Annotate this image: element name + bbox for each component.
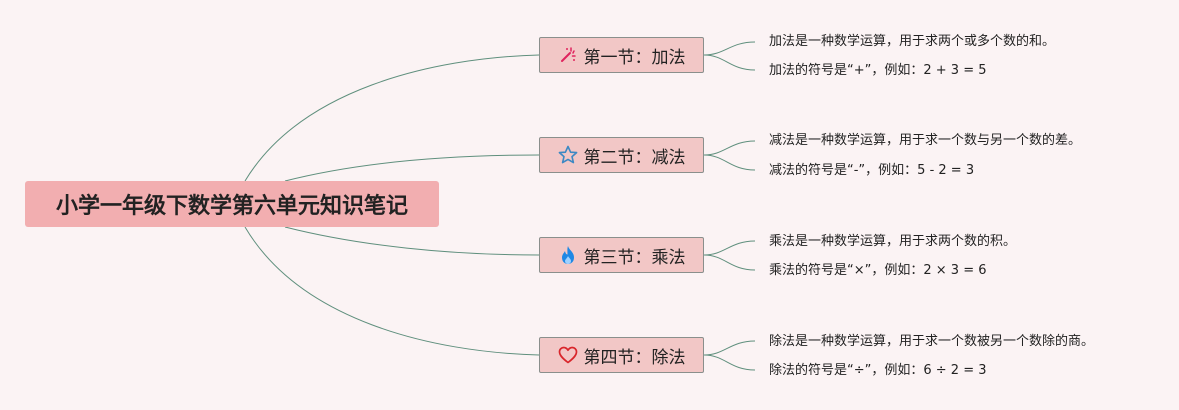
star-outline-icon xyxy=(558,145,578,165)
note-1-2: 加法的符号是“+”，例如：2 + 3 = 5 xyxy=(769,63,987,78)
connector-section-1-note-1 xyxy=(703,41,756,56)
section-label: 第二节：减法 xyxy=(583,147,686,168)
magic-wand-icon xyxy=(558,45,578,65)
connector-section-2-note-1 xyxy=(703,140,756,156)
connector-root-section-2 xyxy=(284,154,540,182)
note-3-1: 乘法是一种数学运算，用于求两个数的积。 xyxy=(769,234,1017,249)
note-4-1: 除法是一种数学运算，用于求一个数被另一个数除的商。 xyxy=(769,334,1095,349)
note-1-1: 加法是一种数学运算，用于求两个或多个数的和。 xyxy=(769,34,1056,49)
section-label: 第一节：加法 xyxy=(583,47,686,68)
connector-root-section-3 xyxy=(284,226,540,256)
connector-section-4-note-1 xyxy=(703,340,756,356)
connector-section-4-note-2 xyxy=(703,354,756,371)
section-label: 第四节：除法 xyxy=(583,347,686,368)
heart-outline-icon xyxy=(558,345,578,365)
note-3-2: 乘法的符号是“×”，例如：2 × 3 = 6 xyxy=(769,263,987,278)
section-topic-1[interactable]: 第一节：加法 xyxy=(539,37,704,73)
note-4-2: 除法的符号是“÷”，例如：6 ÷ 2 = 3 xyxy=(769,363,987,378)
connector-section-3-note-1 xyxy=(703,240,756,256)
root-topic[interactable]: 小学一年级下数学第六单元知识笔记 xyxy=(25,181,439,227)
root-title: 小学一年级下数学第六单元知识笔记 xyxy=(55,194,408,219)
note-2-1: 减法是一种数学运算，用于求一个数与另一个数的差。 xyxy=(769,133,1082,148)
section-label: 第三节：乘法 xyxy=(583,247,686,268)
fire-icon xyxy=(558,245,578,265)
connector-section-2-note-2 xyxy=(703,154,756,171)
note-2-2: 减法的符号是“-”，例如：5 - 2 = 3 xyxy=(769,163,975,178)
section-topic-2[interactable]: 第二节：减法 xyxy=(539,137,704,173)
section-topic-4[interactable]: 第四节：除法 xyxy=(539,337,704,373)
connector-root-section-4 xyxy=(244,226,540,356)
connector-section-3-note-2 xyxy=(703,254,756,271)
section-topic-3[interactable]: 第三节：乘法 xyxy=(539,237,704,273)
connector-root-section-1 xyxy=(244,54,540,182)
connector-section-1-note-2 xyxy=(703,54,756,71)
